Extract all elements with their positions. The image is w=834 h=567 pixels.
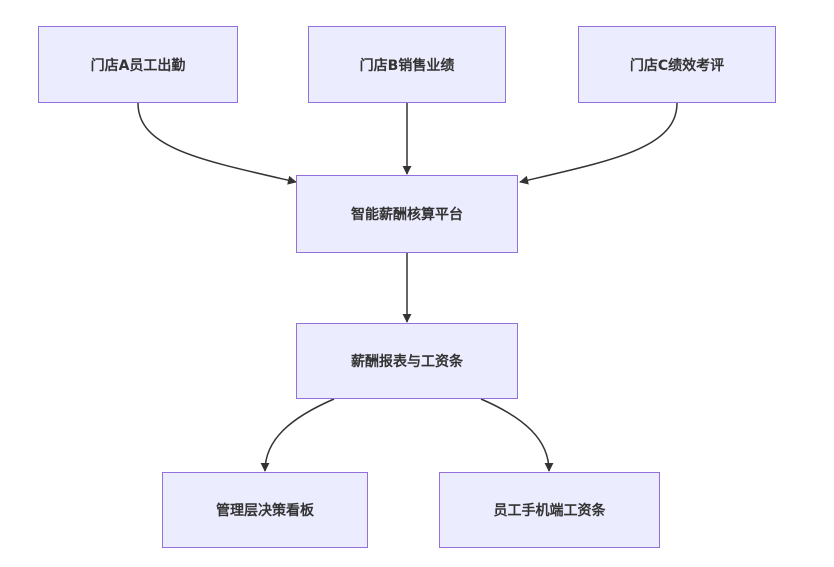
node-store-b-label: 门店B销售业绩 xyxy=(359,57,455,74)
edge-reports-to-mobile xyxy=(480,398,554,472)
edge-store-c-to-platform xyxy=(519,102,678,185)
node-management-dashboard: 管理层决策看板 xyxy=(162,472,368,548)
node-store-c-performance: 门店C绩效考评 xyxy=(578,26,776,103)
node-mobile-label: 员工手机端工资条 xyxy=(493,503,606,519)
node-store-b-sales: 门店B销售业绩 xyxy=(308,26,506,103)
node-employee-mobile-payslip: 员工手机端工资条 xyxy=(439,472,660,548)
edge-reports-to-dashboard xyxy=(260,398,335,472)
node-store-a-label: 门店A员工出勤 xyxy=(90,57,186,74)
node-store-a-attendance: 门店A员工出勤 xyxy=(38,26,238,103)
node-store-c-label: 门店C绩效考评 xyxy=(629,57,725,74)
edge-store-a-to-platform xyxy=(137,102,297,185)
node-payroll-reports: 薪酬报表与工资条 xyxy=(296,323,518,399)
node-dashboard-label: 管理层决策看板 xyxy=(216,503,314,519)
node-reports-label: 薪酬报表与工资条 xyxy=(351,354,463,370)
node-payroll-platform: 智能薪酬核算平台 xyxy=(296,175,518,253)
node-platform-label: 智能薪酬核算平台 xyxy=(351,207,463,223)
